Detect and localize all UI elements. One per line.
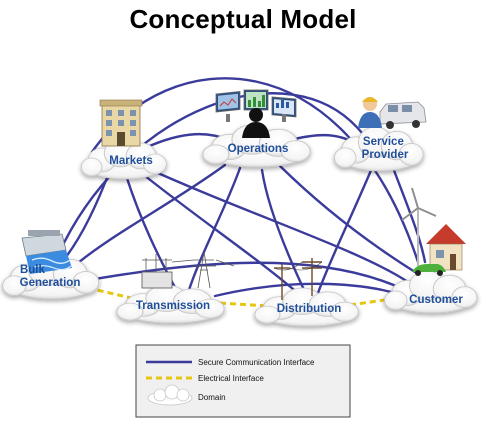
legend-box: Secure Communication Interface Electrica… [135, 344, 351, 418]
hydro-dam-icon [21, 230, 72, 274]
domain-label-bulk-generation: Bulk Generation [20, 264, 81, 289]
domain-label-markets: Markets [109, 155, 152, 167]
comm-line-operations-distribution [260, 168, 307, 294]
domain-label-bulk-generation-line-1: Bulk [20, 264, 46, 276]
comm-line-serviceprovider-customer [390, 163, 427, 264]
communication-lines [53, 77, 427, 298]
comm-line-operations-transmission [186, 166, 242, 295]
comm-line-bulk-serviceprovider [53, 92, 364, 264]
domain-label-bulk-generation-line-2: Generation [20, 277, 81, 289]
domain-label-service-provider: Service Provider [362, 136, 409, 161]
legend-communication-label: Secure Communication Interface [198, 358, 315, 367]
comm-line-markets-customer-2 [138, 163, 410, 284]
control-room-monitors-icon [215, 89, 297, 138]
office-building-icon [99, 99, 143, 147]
comm-line-bulk-customer [76, 261, 407, 292]
utility-pole-icon [273, 258, 323, 300]
legend-domain-swatch [147, 384, 193, 406]
house-wind-turbine-car-icon [401, 187, 466, 276]
legend-domain-label: Domain [198, 393, 226, 402]
domain-label-customer-line-1: Customer [409, 294, 463, 306]
domain-label-transmission-line-1: Transmission [136, 300, 210, 312]
domain-label-operations: Operations [228, 143, 289, 155]
legend-electrical-label: Electrical Interface [198, 374, 264, 383]
comm-line-markets-distribution [133, 166, 302, 297]
comm-line-operations-bulk [70, 163, 227, 270]
diagram-title: Conceptual Model [129, 4, 357, 34]
domain-label-service-provider-line-1: Service [363, 136, 404, 148]
service-van-worker-icon [358, 97, 427, 129]
domain-label-markets-line-1: Markets [109, 155, 152, 167]
domain-label-distribution-line-1: Distribution [277, 303, 342, 315]
domain-label-transmission: Transmission [136, 300, 210, 312]
substation-tower-icon [141, 251, 235, 289]
comm-line-serviceprovider-distribution [316, 166, 374, 295]
domain-label-distribution: Distribution [277, 303, 342, 315]
comm-line-operations-customer [278, 164, 417, 274]
domain-label-operations-line-1: Operations [228, 143, 289, 155]
domain-label-service-provider-line-2: Provider [362, 149, 409, 161]
domain-label-customer: Customer [409, 294, 463, 306]
elec-line-transmission-distribution [219, 301, 269, 308]
comm-line-transmission-customer [213, 282, 404, 298]
comm-line-markets-bulk [60, 168, 112, 264]
